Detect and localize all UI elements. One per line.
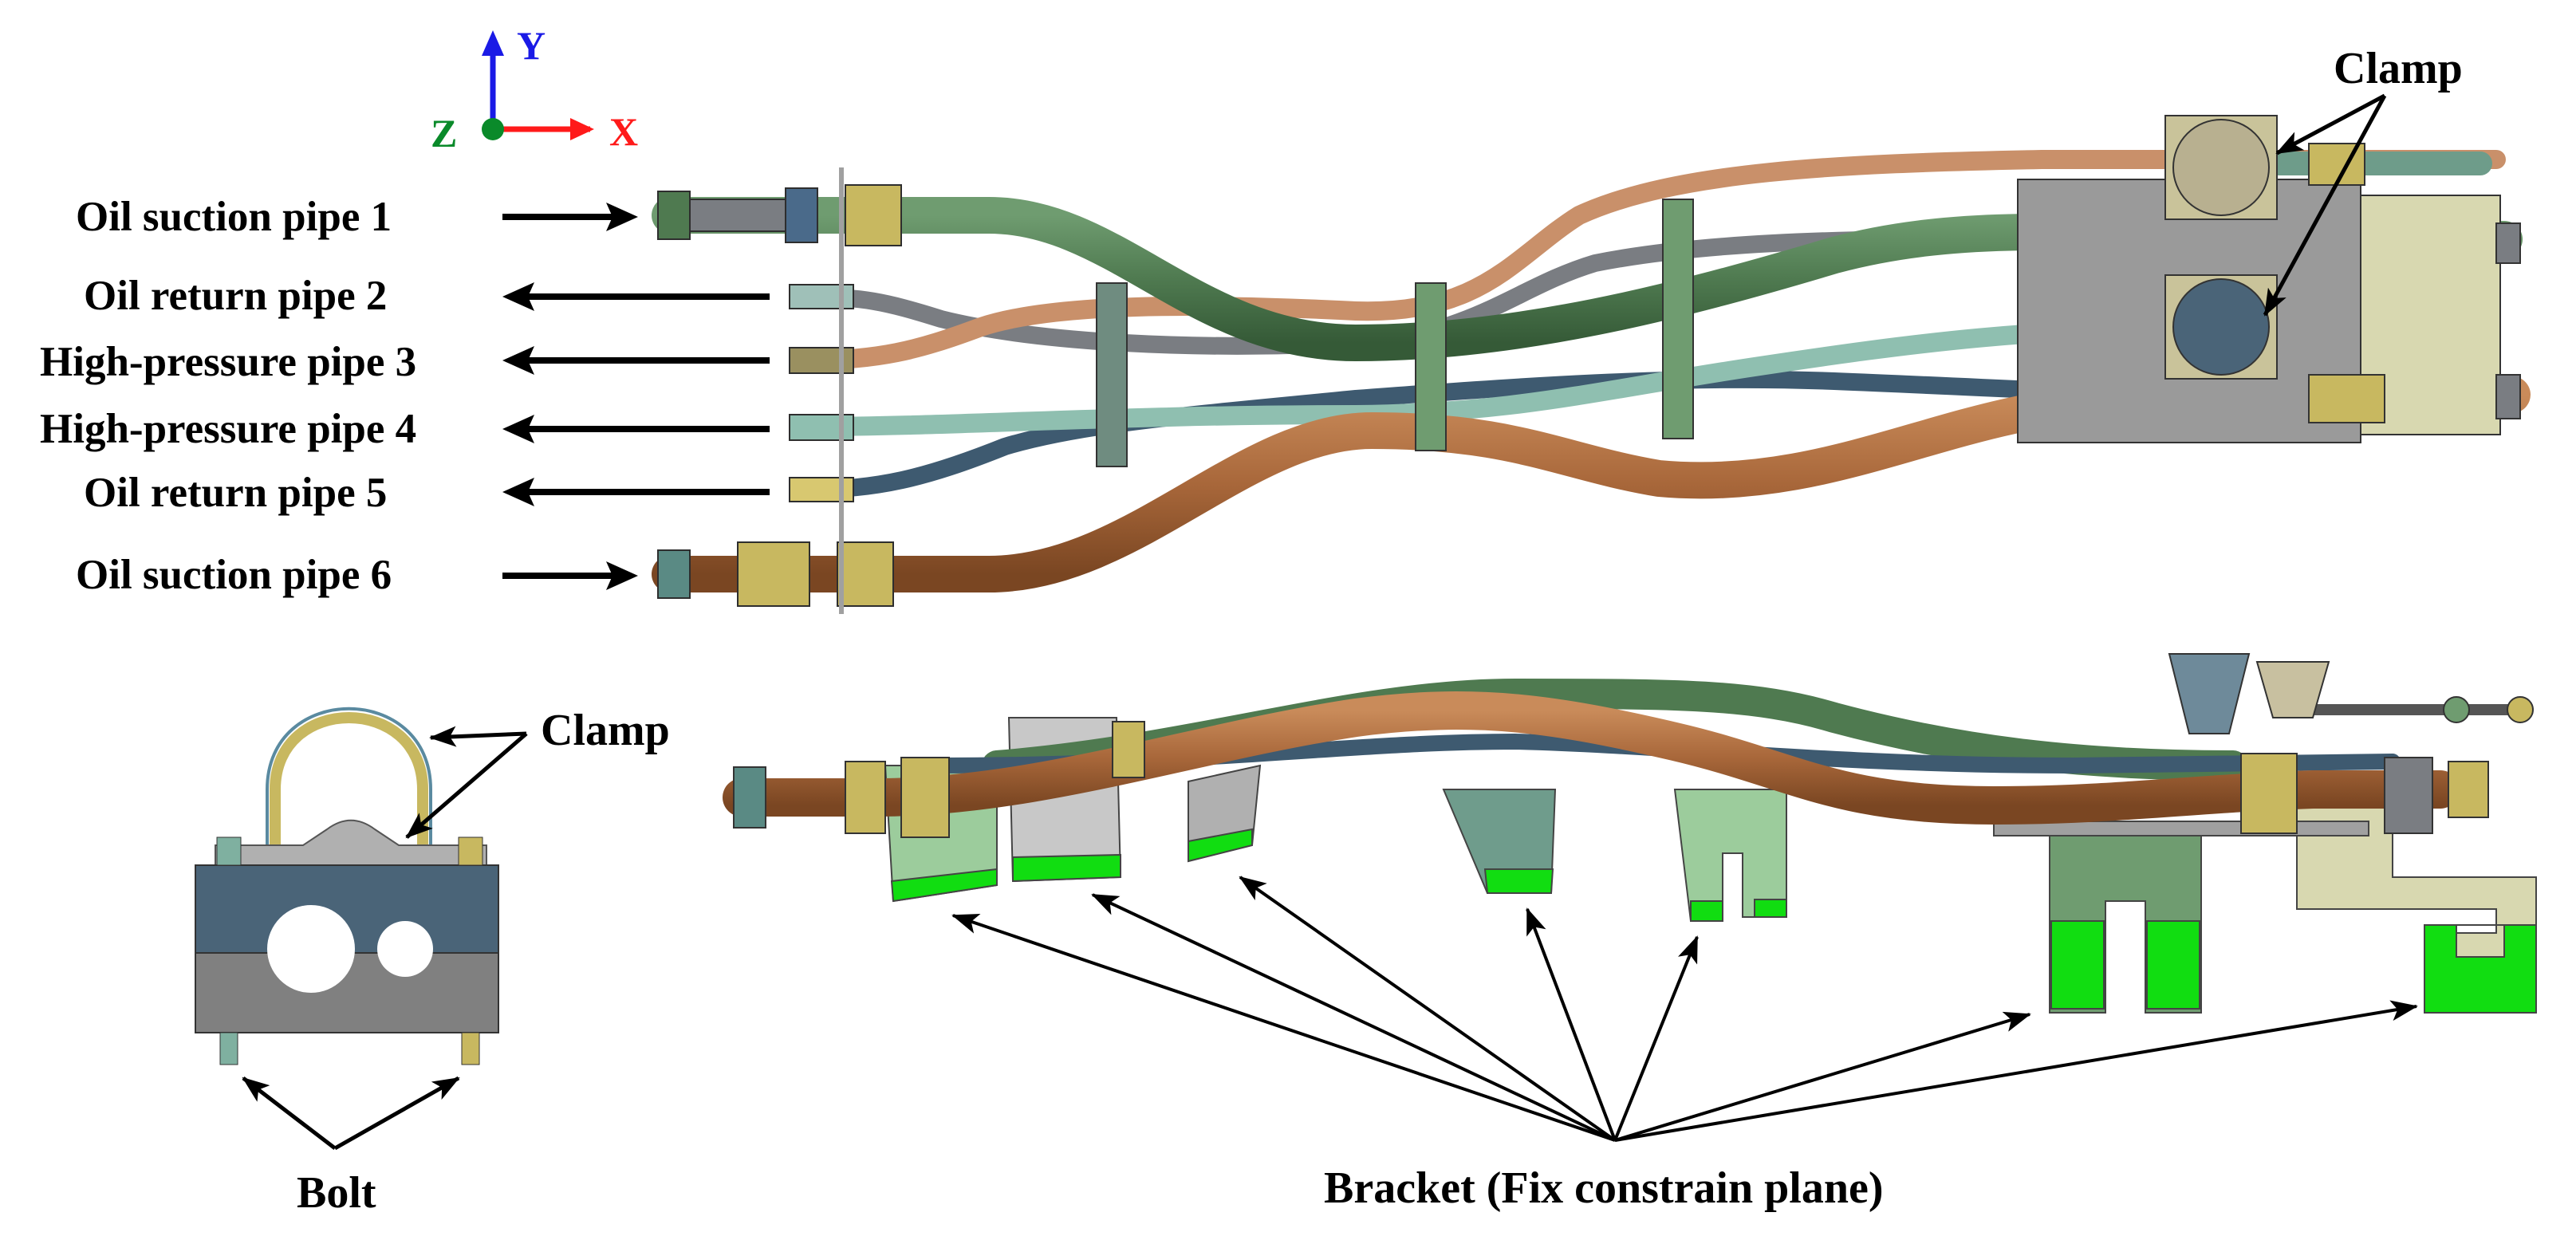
y-axis-head bbox=[482, 30, 504, 56]
clamp-detail bbox=[195, 707, 499, 1065]
top-bracket-3 bbox=[1662, 199, 1694, 439]
bolt-label: Bolt bbox=[297, 1168, 376, 1218]
side-bracket-4-fix bbox=[1483, 868, 1554, 894]
side-right-nut-1 bbox=[2443, 696, 2470, 723]
top-bracket-1 bbox=[1096, 282, 1128, 467]
side-left-cap bbox=[733, 766, 766, 829]
z-axis-label: Z bbox=[431, 111, 458, 155]
clamp-top-arrow-2 bbox=[2263, 94, 2387, 317]
bracket-arrow-1 bbox=[951, 913, 1616, 1142]
arrow-pipe-4-head bbox=[502, 415, 534, 443]
side-bracket-5-fix-b bbox=[1754, 899, 1787, 918]
top-view-brackets bbox=[1096, 115, 2521, 467]
bolt-right-head bbox=[458, 836, 483, 866]
side-view bbox=[723, 653, 2537, 1014]
bolt-right-shank bbox=[461, 1032, 480, 1065]
side-fitting-2 bbox=[900, 757, 950, 838]
x-axis-head bbox=[570, 118, 594, 140]
pipe-4 bbox=[796, 317, 2498, 436]
pipe-1-end-cap bbox=[657, 191, 691, 240]
pipe-label-5: Oil return pipe 5 bbox=[84, 470, 388, 516]
side-bracket-2-fix bbox=[1012, 853, 1121, 883]
pipe-label-2: Oil return pipe 2 bbox=[84, 273, 388, 319]
pipe-1-coupling bbox=[845, 184, 902, 246]
side-fittings bbox=[733, 653, 2534, 838]
side-bracket-6-fix-a bbox=[2050, 920, 2105, 1010]
bolt-arrow-1 bbox=[242, 1077, 337, 1150]
right-fitting-2 bbox=[2308, 374, 2385, 423]
side-funnel-2 bbox=[2255, 661, 2330, 718]
top-bracket-2 bbox=[1415, 282, 1447, 451]
pipe-6-coupling bbox=[737, 541, 810, 607]
y-axis-label: Y bbox=[517, 23, 546, 68]
clamp-strap bbox=[270, 712, 428, 845]
side-right-fitting-2 bbox=[2384, 757, 2433, 834]
side-right-nut-2 bbox=[2507, 696, 2534, 723]
pipe-label-arrows bbox=[502, 203, 770, 590]
bolt-left-shank bbox=[219, 1032, 238, 1065]
bolt-arrow-2 bbox=[333, 1076, 460, 1151]
side-right-fitting-1 bbox=[2240, 753, 2298, 834]
bracket-arrow-2 bbox=[1091, 893, 1616, 1142]
pipe-6-end-cap bbox=[657, 549, 691, 599]
side-bracket-7-fix bbox=[2424, 924, 2537, 1014]
arrow-pipe-5-head bbox=[502, 478, 534, 506]
right-end-1 bbox=[2495, 222, 2521, 264]
pipe-1-end-sleeve bbox=[689, 199, 786, 232]
clamp-top-arrow-1 bbox=[2275, 93, 2386, 155]
right-end-2 bbox=[2495, 374, 2521, 419]
side-pipe-brown bbox=[723, 691, 2460, 825]
clamp-saddle bbox=[215, 819, 487, 866]
clamp-detail-arrow-1 bbox=[429, 726, 527, 747]
bolt-left-head bbox=[216, 836, 242, 866]
bracket-arrow-7 bbox=[1614, 1000, 2418, 1142]
pipe-label-6: Oil suction pipe 6 bbox=[76, 552, 392, 598]
pipe-label-3: High-pressure pipe 3 bbox=[40, 339, 417, 385]
top-clamp-1 bbox=[2172, 119, 2270, 216]
top-view-left-fittings bbox=[657, 167, 902, 614]
side-bracket-3-fix bbox=[1188, 828, 1253, 863]
bracket-label: Bracket (Fix constrain plane) bbox=[1324, 1163, 1884, 1213]
clamp-strap-outline bbox=[266, 707, 432, 845]
arrow-pipe-1-head bbox=[606, 203, 638, 231]
bracket-arrow-4 bbox=[1526, 907, 1617, 1141]
z-axis-dot bbox=[482, 118, 504, 140]
clamp-detail-label: Clamp bbox=[541, 706, 670, 755]
side-brackets bbox=[884, 717, 2537, 1014]
bracket-arrow-6 bbox=[1614, 1011, 2031, 1142]
side-pipes bbox=[723, 678, 2526, 825]
bracket-arrow-5 bbox=[1613, 935, 1699, 1141]
side-funnel bbox=[2168, 653, 2251, 734]
x-axis-label: X bbox=[609, 109, 639, 154]
side-bracket-6-fix-b bbox=[2146, 920, 2200, 1010]
top-clamp-2 bbox=[2172, 278, 2270, 376]
pipe-label-4: High-pressure pipe 4 bbox=[40, 406, 417, 452]
pipe-label-1: Oil suction pipe 1 bbox=[76, 194, 392, 240]
clamp-top-label: Clamp bbox=[2334, 44, 2463, 93]
arrow-pipe-6-head bbox=[606, 561, 638, 590]
pipe-6-coupling-2 bbox=[837, 541, 894, 607]
bracket-arrows bbox=[951, 876, 2418, 1142]
clamp-top-arrows bbox=[2263, 93, 2387, 317]
clamp-detail-arrows bbox=[242, 726, 528, 1151]
arrow-pipe-2-head bbox=[502, 282, 534, 311]
pipe-1-nut bbox=[785, 187, 818, 243]
clamp-hole-large bbox=[267, 905, 355, 993]
coordinate-axes bbox=[482, 30, 594, 140]
clamp-hole-small bbox=[377, 921, 433, 977]
bracket-arrow-3 bbox=[1239, 876, 1617, 1142]
side-bracket-5-fix-a bbox=[1690, 900, 1723, 922]
side-fitting-1 bbox=[845, 761, 886, 834]
clamp-detail-arrow-2 bbox=[405, 732, 528, 839]
side-right-fitting-3 bbox=[2448, 761, 2489, 818]
arrow-pipe-3-head bbox=[502, 346, 534, 375]
pipe-3 bbox=[796, 150, 2506, 370]
side-fitting-3 bbox=[1112, 721, 1145, 778]
side-bracket-1-fix bbox=[890, 868, 998, 903]
